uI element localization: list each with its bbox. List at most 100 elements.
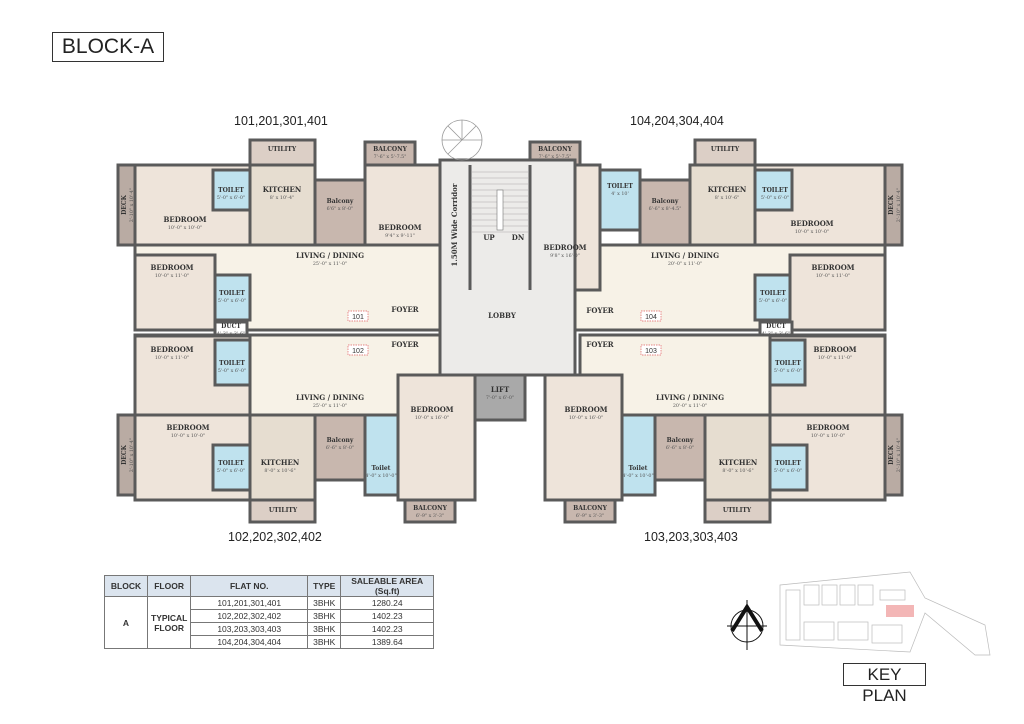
room-u103-toilet-b [768, 443, 809, 492]
room-label-u101-living: LIVING / DINING [296, 251, 364, 260]
flat-group-label-bottom-left: 102,202,302,402 [228, 530, 322, 544]
room-dims-u104-kitchen: 8' x 10'-6" [715, 195, 739, 201]
unit-number-badge-u101 [347, 310, 369, 322]
room-label-u104-foyer: FOYER [586, 306, 613, 315]
room-label-u103-utility: UTILITY [723, 507, 752, 514]
room-dims-u103-balcony-t: 6'-9" x 3'-3" [576, 513, 604, 519]
room-dims-u103-toilet-b: 5'-0" x 6'-0" [774, 468, 802, 474]
room-label-u103-deck: DECK [888, 444, 895, 465]
room-dims-u103-bed-c: 10'-0" x 16'-0" [569, 415, 603, 421]
col-flat-no: FLAT NO. [190, 575, 309, 597]
room-label-u102-toilet-a: TOILET [219, 360, 245, 367]
room-dims-u102-bed-b: 10'-0" x 10'-0" [171, 433, 205, 439]
room-label-u101-deck: DECK [121, 194, 128, 215]
unit-number-u103: 103 [645, 348, 657, 355]
room-label-u104-toilet-a: TOILET [607, 183, 633, 190]
room-u102-balcony-t [403, 498, 457, 524]
unit-number-u102: 102 [352, 348, 364, 355]
type-cell: 3BHK [307, 596, 342, 610]
room-label-core-lift: LIFT [491, 385, 510, 394]
room-core-lift [473, 373, 527, 422]
room-dims-u102-toilet-c: 4'-0" x 10'-0" [365, 473, 396, 479]
room-dims-u104-bed-c: 10'-0" x 11'-0" [816, 273, 850, 279]
room-core-lobby [438, 158, 577, 377]
room-dims-u102-balcony-t: 6'-9" x 3'-3" [416, 513, 444, 519]
room-u102-toilet-a [213, 338, 252, 387]
room-dims-u101-balcony-t: 7'-6" x 5'-7.5" [374, 154, 407, 160]
room-u104-kitchen [688, 163, 757, 247]
table-row: 102,202,302,402 3BHK 1402.23 [105, 609, 435, 623]
room-u102-utility [248, 498, 317, 524]
room-label-u102-toilet-b: TOILET [218, 460, 244, 467]
type-cell: 3BHK [307, 635, 342, 649]
room-label-u101-bed2: BEDROOM [378, 223, 421, 232]
room-dims-u102-toilet-a: 5'-0" x 6'-0" [218, 368, 246, 374]
room-label-u101-foyer: FOYER [391, 305, 418, 314]
spiral-stair-icon [441, 119, 483, 161]
room-label-u104-bed-b: BEDROOM [790, 219, 833, 228]
table-header-row: BLOCK FLOOR FLAT NO. TYPE SALEABLE AREA … [104, 575, 435, 597]
room-u103-toilet-c [620, 413, 657, 497]
room-dims-u102-kitchen: 8'-0" x 10'-6" [264, 468, 295, 474]
room-label-u102-deck: DECK [121, 444, 128, 465]
room-label-u104-bed-c: BEDROOM [811, 263, 854, 272]
room-dims-u104-deck: 2'-10" x 10'-4" [896, 188, 902, 222]
room-u103-deck [883, 413, 904, 497]
room-label-u104-kitchen: KITCHEN [708, 185, 747, 194]
room-label-u104-toilet-b: TOILET [762, 187, 788, 194]
staircase [472, 171, 528, 233]
room-dims-u104-balcony-t: 7'-6" x 5'-7.5" [539, 154, 572, 160]
room-label-u103-toilet-c: Toilet [629, 465, 648, 472]
room-u102-toilet-c [363, 413, 400, 497]
room-u101-deck [116, 163, 137, 247]
room-label-u101-utility: UTILITY [268, 146, 297, 153]
room-dims-u102-deck: 2'-10" x 10'-4" [129, 438, 135, 472]
room-dims-u103-toilet-a: 5'-0" x 6'-0" [774, 368, 802, 374]
table-row: 104,204,304,404 3BHK 1389.64 [105, 635, 435, 649]
flat-cell: 103,203,303,403 [190, 622, 309, 636]
flat-cell: 102,202,302,402 [190, 609, 309, 623]
flat-group-label-bottom-right: 103,203,303,403 [644, 530, 738, 544]
block-title: BLOCK-A [52, 32, 164, 62]
room-u102-bed-c [396, 373, 477, 502]
room-dims-u104-balcony-s: 6'-6" x 8'-4.5" [649, 206, 682, 212]
type-cell: 3BHK [307, 609, 342, 623]
room-label-u103-living: LIVING / DINING [656, 393, 724, 402]
room-label-u102-kitchen: KITCHEN [261, 458, 300, 467]
unit-number-u101: 101 [352, 314, 364, 321]
room-label-u101-kitchen: KITCHEN [263, 185, 302, 194]
room-label-u104-living: LIVING / DINING [651, 251, 719, 260]
room-label-core-corridor: 1.50M Wide Corridor [450, 183, 459, 266]
room-u101-bed2 [363, 163, 442, 247]
flat-group-label-top-left: 101,201,301,401 [234, 114, 328, 128]
floor-cell: TYPICAL FLOOR [146, 596, 192, 649]
room-dims-u102-bed-a: 10'-0" x 11'-0" [155, 355, 189, 361]
room-label-u103-balcony-s: Balcony [667, 437, 694, 444]
room-u101-balcony-s [313, 178, 367, 247]
col-type: TYPE [307, 575, 342, 597]
area-table: BLOCK FLOOR FLAT NO. TYPE SALEABLE AREA … [104, 575, 435, 649]
room-dims-u102-living: 25'-0" x 11'-0" [313, 403, 347, 409]
room-u104-bed-c [788, 253, 887, 332]
type-cell: 3BHK [307, 622, 342, 636]
room-u104-toilet-b [753, 168, 794, 212]
room-dims-u103-toilet-c: 4'-0" x 10'-0" [622, 473, 653, 479]
room-label-core-lobby: LOBBY [488, 311, 517, 320]
room-dims-u103-bed-a: 10'-0" x 11'-0" [818, 355, 852, 361]
room-dims-u102-toilet-b: 5'-0" x 6'-0" [217, 468, 245, 474]
room-dims-u104-living: 20'-0" x 11'-0" [668, 261, 702, 267]
room-dims-u101-toilet1: 5'-0" x 6'-0" [217, 195, 245, 201]
room-dims-u104-duct: 4'-3" x 3'-6" [762, 331, 790, 337]
room-u104-deck [883, 163, 904, 247]
room-u102-deck [116, 413, 137, 497]
room-dims-u103-living: 20'-0" x 11'-0" [673, 403, 707, 409]
room-label-u102-bed-c: BEDROOM [410, 405, 453, 414]
room-label-u102-foyer: FOYER [391, 340, 418, 349]
area-cell: 1280.24 [340, 596, 435, 610]
room-label-core-up: UP [483, 233, 495, 242]
room-label-u104-utility: UTILITY [711, 146, 740, 153]
key-plan-label: KEY PLAN [843, 663, 926, 705]
block-cell: A [104, 596, 148, 649]
flat-group-label-top-right: 104,204,304,404 [630, 114, 724, 128]
